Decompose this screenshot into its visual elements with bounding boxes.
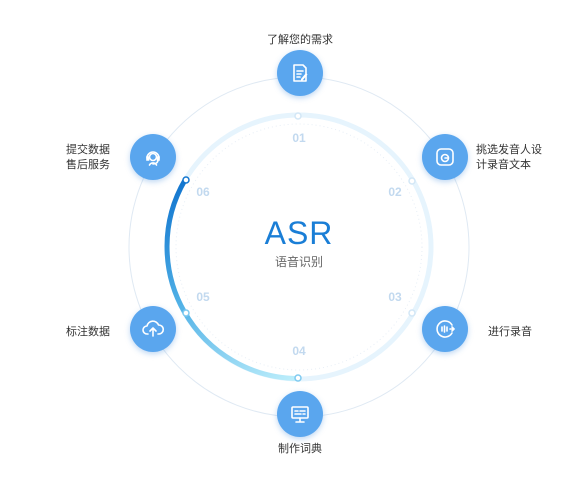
cloud-upload-icon (141, 317, 165, 341)
ring-dot-03 (408, 309, 416, 317)
step-label-02: 挑选发音人设计录音文本 (476, 144, 542, 171)
step-number-02: 02 (388, 185, 402, 199)
ring-dot-01 (294, 112, 302, 120)
step-number-01: 01 (292, 131, 306, 145)
monitor-icon (288, 402, 312, 426)
record-icon (433, 317, 457, 341)
step-node-06[interactable] (130, 134, 176, 180)
step-label-04: 制作词典 (278, 443, 322, 455)
step-number-04: 04 (292, 344, 306, 358)
document-edit-icon (288, 61, 312, 85)
ring-dot-06 (182, 176, 190, 184)
support-agent-icon (141, 145, 165, 169)
step-label-06: 提交数据售后服务 (66, 144, 110, 171)
ring-dot-04 (294, 374, 302, 382)
step-node-04[interactable] (277, 391, 323, 437)
step-label-03: 进行录音 (488, 326, 532, 338)
voice-select-icon (433, 145, 457, 169)
step-number-05: 05 (196, 290, 210, 304)
step-number-03: 03 (388, 290, 402, 304)
ring-dot-02 (408, 177, 416, 185)
center-title: ASR (264, 215, 334, 251)
step-node-05[interactable] (130, 306, 176, 352)
step-node-01[interactable] (277, 50, 323, 96)
step-number-06: 06 (196, 185, 210, 199)
progress-arc (164, 177, 301, 381)
step-label-05: 标注数据 (66, 326, 110, 338)
step-node-03[interactable] (422, 306, 468, 352)
step-node-02[interactable] (422, 134, 468, 180)
ring-dot-05 (182, 309, 190, 317)
ring-dots (182, 112, 416, 382)
center-subtitle: 语音识别 (274, 255, 323, 269)
step-label-01: 了解您的需求 (267, 34, 333, 46)
inner-dotted-ring (175, 123, 423, 371)
